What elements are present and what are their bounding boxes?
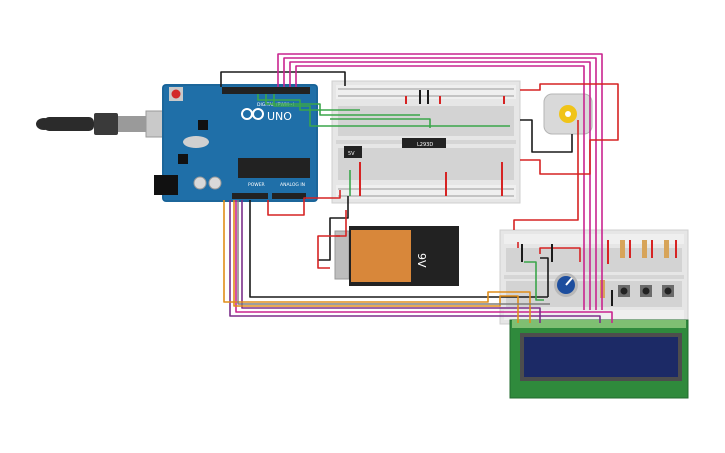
- breadboard-bottom[interactable]: [499, 229, 689, 325]
- usb-cable-icon[interactable]: [36, 110, 169, 138]
- arduino-board[interactable]: UNO DIGITAL (PWM~) POWER ANALOG IN: [154, 84, 318, 202]
- lcd-display[interactable]: [509, 319, 689, 399]
- arduino-logo-text: UNO: [267, 110, 292, 123]
- regulator-label: 5V: [348, 151, 355, 157]
- dc-motor-icon[interactable]: [543, 93, 593, 135]
- driver-chip-label: L293D: [417, 142, 433, 148]
- battery-9v[interactable]: 9V: [334, 226, 459, 286]
- voltage-regulator[interactable]: [344, 146, 362, 158]
- breadboard-top[interactable]: 5V L293D: [331, 80, 521, 204]
- battery-label: 9V: [415, 253, 428, 268]
- analog-pins-label: ANALOG IN: [280, 182, 305, 188]
- lcd-screen: [524, 337, 678, 377]
- motor-driver-chip[interactable]: [402, 138, 446, 148]
- reset-button[interactable]: [171, 89, 181, 99]
- wires: [220, 53, 677, 323]
- potentiometer-icon[interactable]: [554, 273, 578, 297]
- digital-pins-label: DIGITAL (PWM~): [257, 102, 295, 108]
- pushbutton-icon[interactable]: [618, 285, 674, 297]
- power-pins-label: POWER: [248, 182, 265, 188]
